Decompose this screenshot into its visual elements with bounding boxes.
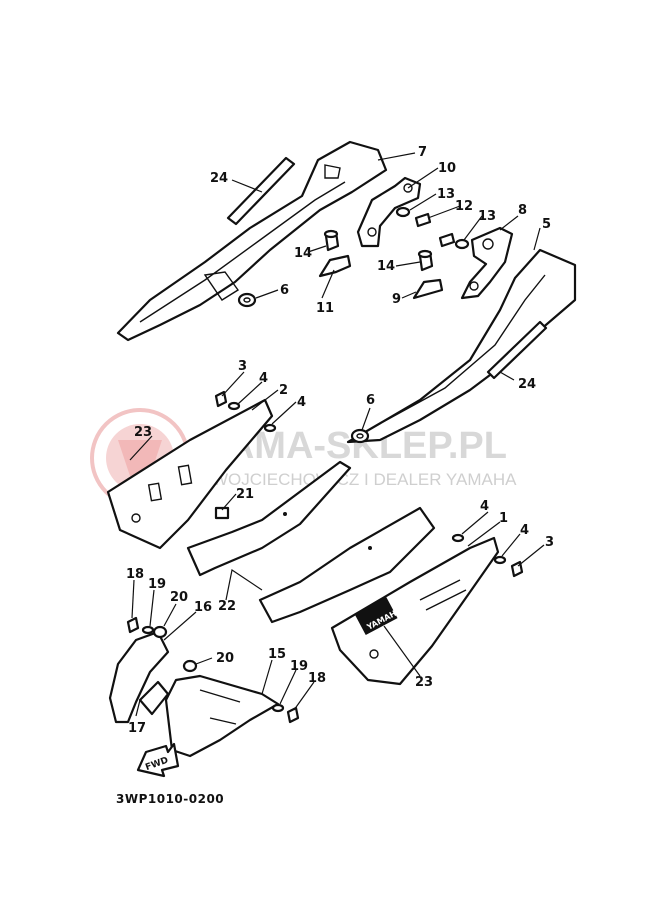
part-15-lower-cover [164, 674, 280, 758]
callout-20-b: 20 [216, 651, 234, 666]
callout-13-a: 13 [437, 187, 455, 202]
washer-4-b [263, 423, 277, 433]
callout-5: 5 [542, 217, 551, 232]
callout-14-b: 14 [377, 259, 395, 274]
callout-24-lower: 24 [518, 377, 536, 392]
washer-4-c [451, 533, 465, 543]
watermark-sub: WOJCIECHOWICZ I DEALER YAMAHA [212, 470, 517, 489]
bolt-14-b [417, 249, 434, 272]
callout-4-c: 4 [480, 499, 489, 514]
callout-18-a: 18 [126, 567, 144, 582]
washer-19-a [141, 625, 155, 635]
callout-6-b: 6 [366, 393, 375, 408]
callout-14-a: 14 [294, 246, 312, 261]
callout-6-a: 6 [280, 283, 289, 298]
leader-lines [129, 152, 545, 717]
bolt-18-a [126, 616, 140, 634]
part-22-protector [186, 460, 436, 624]
part-17-front-cover [108, 630, 170, 724]
collar-20-a [152, 625, 168, 639]
callouts: 24 7 10 13 12 13 8 5 14 14 6 11 9 24 3 4… [126, 145, 554, 736]
bolt-18-b [286, 706, 300, 724]
callout-9: 9 [392, 292, 401, 307]
washer-13-a [395, 206, 411, 218]
collar-20-b [182, 659, 198, 673]
callout-12: 12 [455, 199, 473, 214]
callout-23-a: 23 [134, 425, 152, 440]
callout-17: 17 [128, 721, 146, 736]
callout-15: 15 [268, 647, 286, 662]
bolt-12-b [438, 232, 456, 248]
callout-21: 21 [236, 487, 254, 502]
callout-3-b: 3 [545, 535, 554, 550]
part-8-bracket [460, 226, 514, 300]
part-10-bracket [356, 176, 422, 248]
callout-4-a: 4 [259, 371, 268, 386]
callout-4-b: 4 [297, 395, 306, 410]
part-7-rear-cover [116, 140, 388, 342]
part-2-left-side-cover [106, 398, 274, 550]
callout-20-a: 20 [170, 590, 188, 605]
diagram-code: 3WP1010-0200 [116, 792, 224, 806]
part-11-clip [318, 254, 352, 278]
callout-19-b: 19 [290, 659, 308, 674]
callout-10: 10 [438, 161, 456, 176]
callout-4-d: 4 [520, 523, 529, 538]
callout-23-b: 23 [415, 675, 433, 690]
washer-13-b [454, 238, 470, 250]
callout-7: 7 [418, 145, 427, 160]
bolt-12-a [414, 212, 432, 228]
bolt-3-a [214, 390, 228, 408]
callout-2: 2 [279, 383, 288, 398]
grommet-6-b [350, 428, 370, 444]
washer-4-d [493, 555, 507, 565]
part-1-right-side-cover: YAMAHA [330, 536, 500, 686]
callout-13-b: 13 [478, 209, 496, 224]
callout-19-a: 19 [148, 577, 166, 592]
bolt-14-a [323, 229, 340, 252]
grommet-6-a [237, 292, 257, 308]
callout-16: 16 [194, 600, 212, 615]
callout-8: 8 [518, 203, 527, 218]
washer-4-a [227, 401, 241, 411]
part-9-clip [412, 278, 444, 300]
callout-1: 1 [499, 511, 508, 526]
callout-18-b: 18 [308, 671, 326, 686]
fwd-arrow: FWD [136, 742, 180, 778]
part-21-pad [214, 506, 230, 520]
callout-22: 22 [218, 599, 236, 614]
part-5-side-rail [346, 248, 577, 444]
callout-11: 11 [316, 301, 334, 316]
callout-3-a: 3 [238, 359, 247, 374]
part-24-emblem-lower [486, 320, 548, 380]
yamaha-badge [354, 596, 398, 636]
washer-19-b [271, 703, 285, 713]
callout-24-upper: 24 [210, 171, 228, 186]
